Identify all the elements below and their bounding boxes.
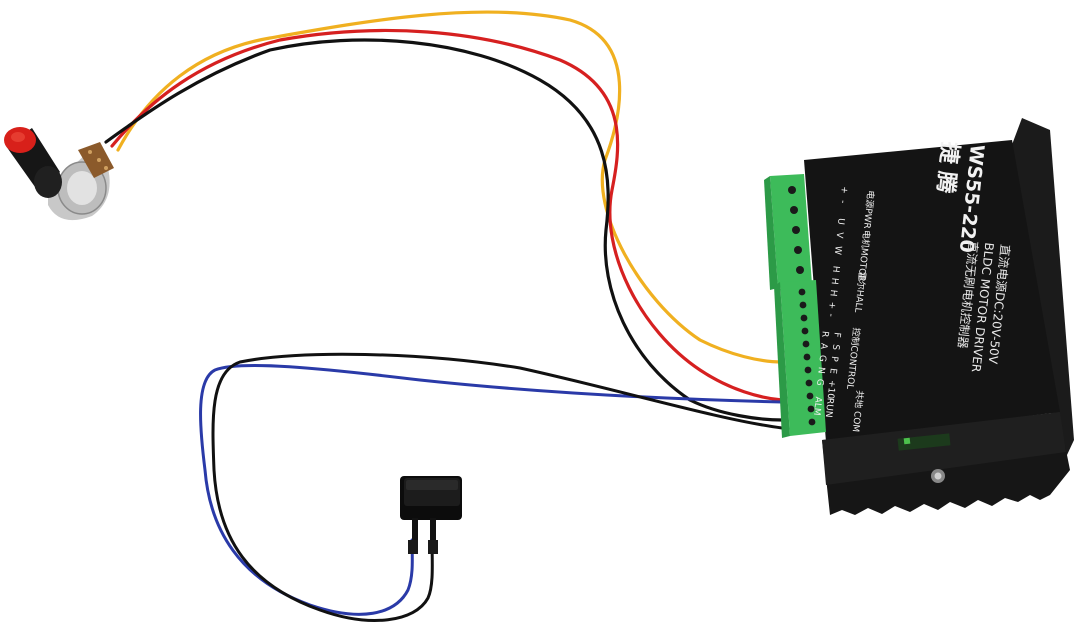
motor-driver: 捷 腾 WS55-220 直流无刷电机控制器 BLDC MOTOR DRIVER…: [764, 118, 1074, 515]
blue-wire: [199, 363, 784, 616]
pin-ctrl2-g2: G: [814, 378, 825, 386]
wire-harness: [104, 10, 784, 622]
black-wire-switch: [211, 352, 784, 622]
black-wire: [104, 38, 784, 422]
pin-motor-u: U: [835, 218, 846, 226]
pin-hall-plus: +: [826, 301, 837, 310]
pin-ctrl2-r: R: [819, 330, 830, 337]
pin-hall-3: H: [827, 289, 838, 297]
pin-ctrl2-n: N: [815, 366, 826, 374]
pin-hall-2: H: [829, 277, 840, 285]
driver-case: [804, 140, 1060, 442]
potentiometer: [4, 127, 114, 221]
pin-ctrl-e: E: [827, 368, 838, 375]
pin-ctrl-10: +10: [825, 379, 837, 399]
pin-ctrl-s: S: [830, 344, 841, 351]
pin-ctrl2-a: A: [818, 342, 829, 350]
pin-ctrl-p: P: [829, 356, 840, 363]
terminal-block-power: [764, 174, 812, 290]
pin-ctrl2-g: G: [817, 354, 828, 362]
pin-alm: ALM: [811, 396, 823, 416]
brand-text: 捷 腾: [932, 140, 962, 195]
pot-knob: [4, 127, 62, 198]
pin-hall-minus: -: [825, 313, 835, 317]
red-wire: [110, 28, 784, 402]
yellow-wire: [116, 10, 784, 364]
pin-motor-w: W: [832, 245, 843, 255]
pin-hall-1: H: [830, 265, 841, 273]
rocker-switch: [400, 476, 462, 554]
pin-pwr-plus: +: [838, 186, 849, 195]
terminal-block-signal: [774, 280, 826, 438]
pin-motor-v: V: [833, 231, 844, 239]
pin-ctrl-f: F: [831, 332, 841, 338]
heatsink-plate: [1010, 118, 1074, 470]
pin-run: RUN: [823, 397, 835, 418]
pin-pwr-minus: -: [837, 200, 847, 204]
